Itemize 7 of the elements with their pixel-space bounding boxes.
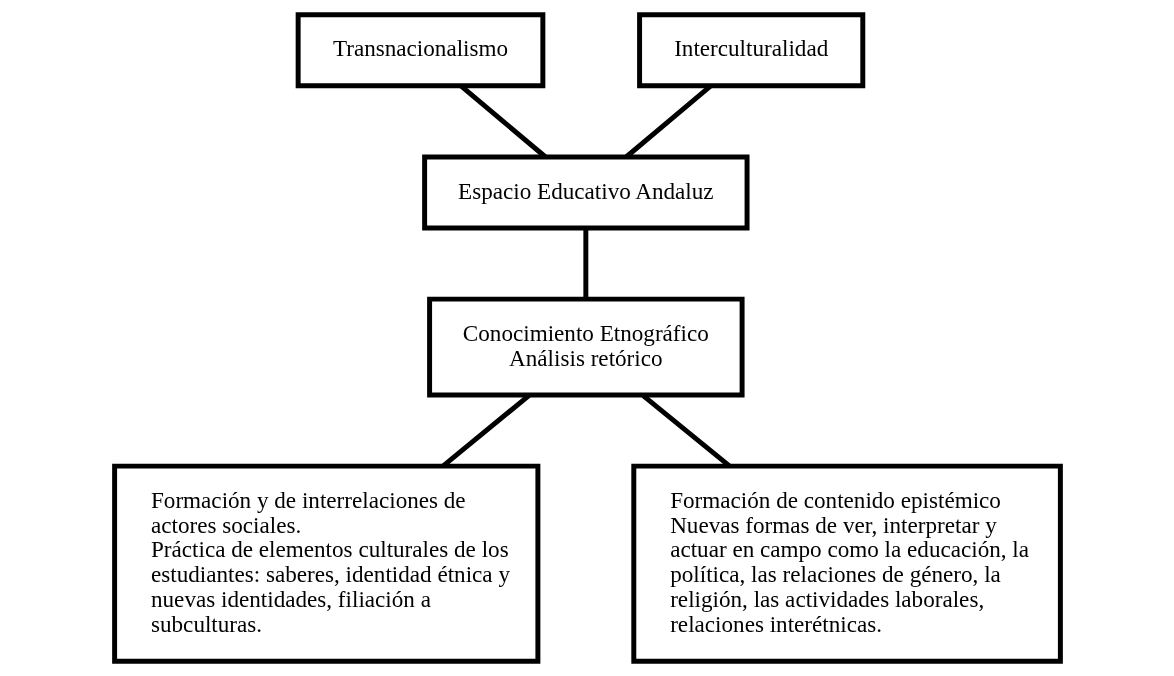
node-box: Transnacionalismo: [295, 12, 545, 89]
node-box: Formación y de interrelaciones de actores sociales. Práctica de elementos culturales de los estudiantes: saberes, identidad étnica y nuevas identidades, filiación a subculturas.: [111, 463, 540, 664]
connector: [582, 228, 588, 299]
node-box: Conocimiento Etnográfico Análisis retórico: [426, 296, 745, 398]
node-box: Formación de contenido epistémico Nuevas formas de ver, interpretar y actuar en campo como la educación, la política, las relaciones de género, la religión, las actividades laborales, relaciones interétnicas.: [630, 463, 1063, 664]
node-box: Interculturalidad: [636, 12, 865, 89]
node-box: Espacio Educativo Andaluz: [421, 154, 750, 231]
